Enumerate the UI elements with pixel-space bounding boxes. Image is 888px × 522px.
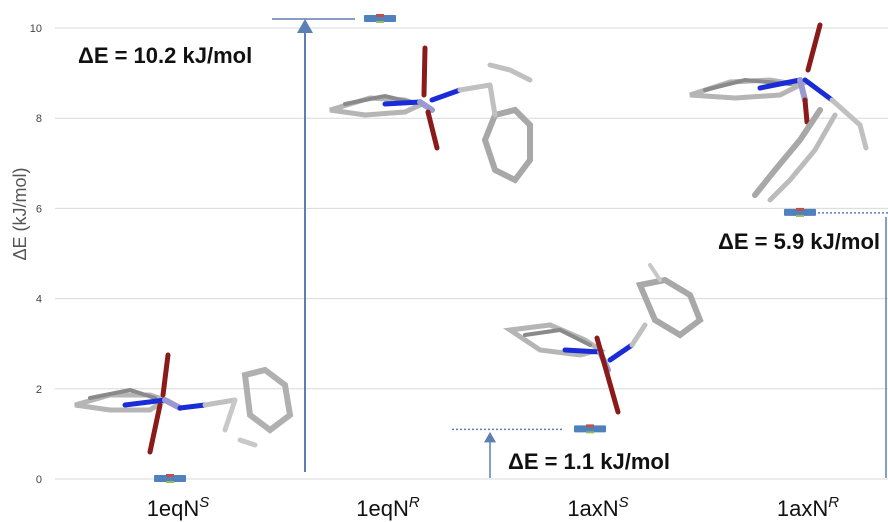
y-axis-label: ΔE (kJ/mol) — [10, 167, 30, 260]
energy-level-markers — [154, 13, 816, 483]
y-tick-label: 8 — [36, 113, 42, 125]
category-label: 1axNR — [777, 494, 839, 521]
category-label: 1axNS — [567, 494, 628, 521]
energy-connectors — [272, 18, 888, 478]
molecule-1eqNS — [74, 352, 294, 455]
y-tick-labels: 0 2 4 6 8 10 — [30, 23, 42, 486]
y-tick-label: 0 — [36, 474, 42, 486]
level-marker-1 — [364, 13, 396, 23]
level-marker-2 — [574, 424, 606, 434]
molecule-1axNS — [503, 263, 704, 415]
molecule-1axNR — [689, 22, 869, 203]
molecule-renderings — [74, 22, 869, 455]
gridlines — [55, 27, 888, 480]
energy-difference-annotations: ΔE = 10.2 kJ/mol ΔE = 5.9 kJ/mol ΔE = 1.1 … — [78, 43, 880, 474]
category-label: 1eqNR — [356, 494, 420, 521]
level-marker-0 — [154, 474, 186, 483]
molecule-1eqNR — [329, 45, 533, 184]
x-category-labels: 1eqNS 1eqNR 1axNS 1axNR — [147, 494, 840, 521]
y-tick-label: 10 — [30, 23, 42, 35]
delta-e-annotation: ΔE = 5.9 kJ/mol — [718, 229, 880, 254]
y-tick-label: 4 — [36, 294, 42, 306]
level-marker-3 — [784, 207, 816, 217]
y-tick-label: 6 — [36, 203, 42, 215]
delta-e-annotation: ΔE = 1.1 kJ/mol — [508, 449, 670, 474]
y-tick-label: 2 — [36, 384, 42, 396]
delta-e-annotation: ΔE = 10.2 kJ/mol — [78, 43, 252, 68]
category-label: 1eqNS — [147, 494, 210, 521]
